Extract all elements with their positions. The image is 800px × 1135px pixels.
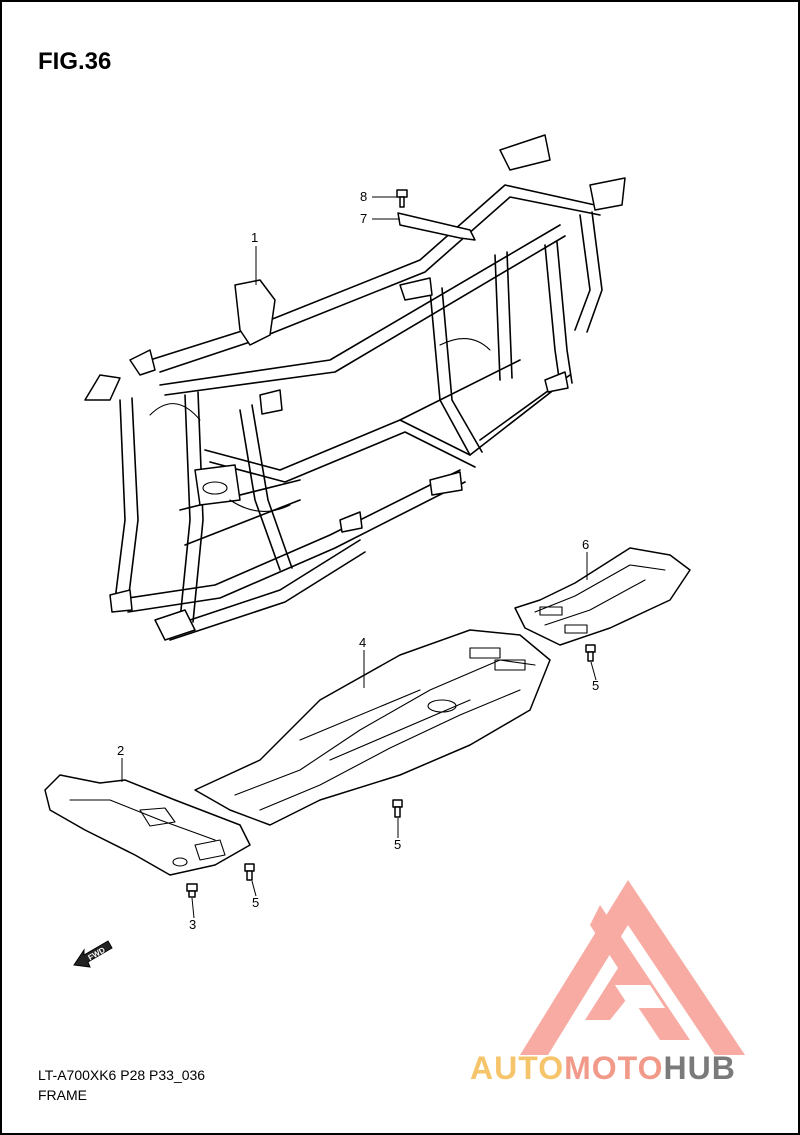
callout-2: 2 xyxy=(117,743,124,758)
bolt-part-5-rear xyxy=(585,644,596,662)
callout-5-front: 5 xyxy=(252,895,259,910)
skid-plate-part-6 xyxy=(514,547,691,646)
footer-part-code: LT-A700XK6 P28 P33_036 xyxy=(38,1067,206,1083)
watermark-brand-text: AUTOMOTOHUB xyxy=(470,1050,736,1087)
nut-part-3 xyxy=(186,883,198,898)
brand-auto: AUTO xyxy=(470,1050,565,1086)
callout-5-rear: 5 xyxy=(592,678,599,693)
callout-1: 1 xyxy=(251,230,258,245)
callout-7: 7 xyxy=(360,211,367,226)
footer-section-name: FRAME xyxy=(38,1087,87,1103)
skid-plate-part-2 xyxy=(44,774,251,876)
bolt-part-5-center xyxy=(392,799,403,818)
skid-plate-part-4 xyxy=(194,629,551,826)
fwd-arrow-icon: FWD xyxy=(73,940,113,968)
callout-5-center: 5 xyxy=(394,837,401,852)
brand-hub: HUB xyxy=(663,1050,736,1086)
leader-lines xyxy=(121,196,597,919)
main-frame xyxy=(84,134,626,641)
brand-moto: MOTO xyxy=(564,1050,664,1086)
callout-8: 8 xyxy=(360,189,367,204)
bracket-part-7 xyxy=(397,212,476,241)
callout-4: 4 xyxy=(359,635,366,650)
watermark-logo-icon xyxy=(520,880,745,1055)
callout-3: 3 xyxy=(189,917,196,932)
callout-6: 6 xyxy=(582,537,589,552)
bolt-part-5-front xyxy=(244,863,255,881)
figure-title: FIG.36 xyxy=(38,48,112,75)
bolt-part-8 xyxy=(396,189,408,208)
